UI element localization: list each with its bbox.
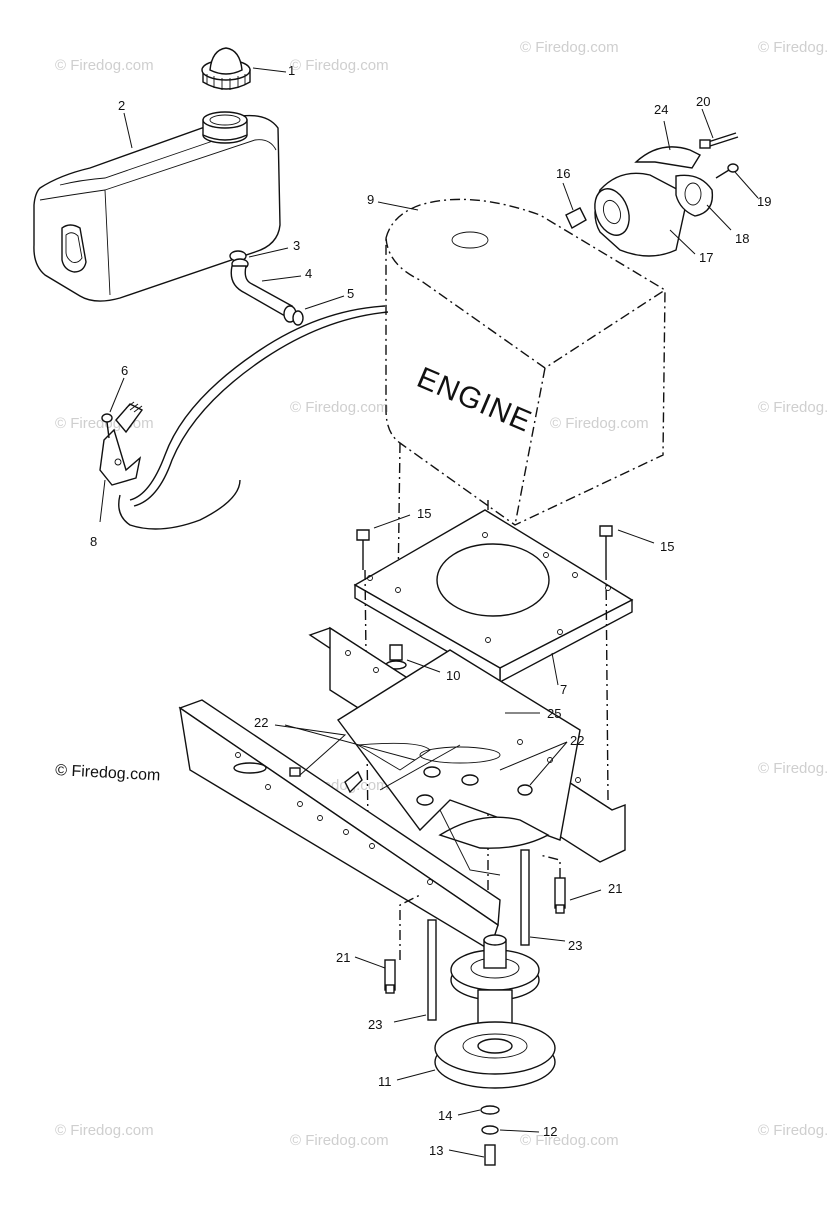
callout-23a: 23 [568, 938, 582, 953]
callout-1: 1 [288, 63, 295, 78]
callout-22b: 22 [570, 733, 584, 748]
frame-nuts [416, 766, 533, 806]
callout-24: 24 [654, 102, 668, 117]
mount-bolts [356, 525, 613, 831]
callout-23b: 23 [368, 1017, 382, 1032]
watermark: © Firedog.com [290, 399, 389, 416]
callout-8: 8 [90, 534, 97, 549]
throttle-cable [118, 305, 389, 530]
callout-14: 14 [438, 1108, 452, 1123]
leader-lines [99, 67, 759, 1158]
watermark: © Firedog.com [290, 57, 389, 74]
watermark: © Firedog.com [55, 57, 154, 74]
callout-2: 2 [118, 98, 125, 113]
watermark: © Firedog.com [520, 39, 619, 56]
muffler-assembly [565, 132, 739, 257]
watermark: © Firedog.com [758, 399, 827, 416]
callout-15a: 15 [417, 506, 431, 521]
pulley-assembly [434, 934, 556, 1089]
watermark: © Firedog.com [758, 39, 827, 56]
callout-6: 6 [121, 363, 128, 378]
callout-16: 16 [556, 166, 570, 181]
watermark: © Firedog.com [758, 1122, 827, 1139]
pulley-fasteners [480, 1105, 500, 1166]
pulley-bolts [384, 849, 566, 1021]
fuel-tank [33, 111, 281, 302]
fuel-cap [201, 47, 251, 90]
callout-19: 19 [757, 194, 771, 209]
callout-11: 11 [378, 1074, 392, 1089]
callout-25: 25 [547, 706, 561, 721]
callout-21a: 21 [608, 881, 622, 896]
callout-20: 20 [696, 94, 710, 109]
watermark: © Firedog.com [758, 760, 827, 777]
callout-18: 18 [735, 231, 749, 246]
callout-4: 4 [305, 266, 312, 281]
callout-17: 17 [699, 250, 713, 265]
watermark: © Firedog.com [290, 1132, 389, 1149]
callout-7: 7 [560, 682, 567, 697]
callout-13: 13 [429, 1143, 443, 1158]
callouts: 1 2 3 4 5 6 7 8 9 10 11 12 13 14 15 15 1… [90, 63, 771, 1158]
callout-10: 10 [446, 668, 460, 683]
throttle-control [99, 401, 144, 486]
callout-12: 12 [543, 1124, 557, 1139]
callout-3: 3 [293, 238, 300, 253]
watermark: © Firedog.com [55, 1122, 154, 1139]
fuel-line [229, 250, 304, 326]
callout-9: 9 [367, 192, 374, 207]
watermark: © Firedog.com [520, 1132, 619, 1149]
copyright-text: © Firedog.com [55, 762, 161, 784]
callout-22a: 22 [254, 715, 268, 730]
watermark: © Firedog.com [550, 415, 649, 432]
callout-15b: 15 [660, 539, 674, 554]
engine-label: ENGINE [412, 361, 536, 439]
callout-5: 5 [347, 286, 354, 301]
callout-21b: 21 [336, 950, 350, 965]
